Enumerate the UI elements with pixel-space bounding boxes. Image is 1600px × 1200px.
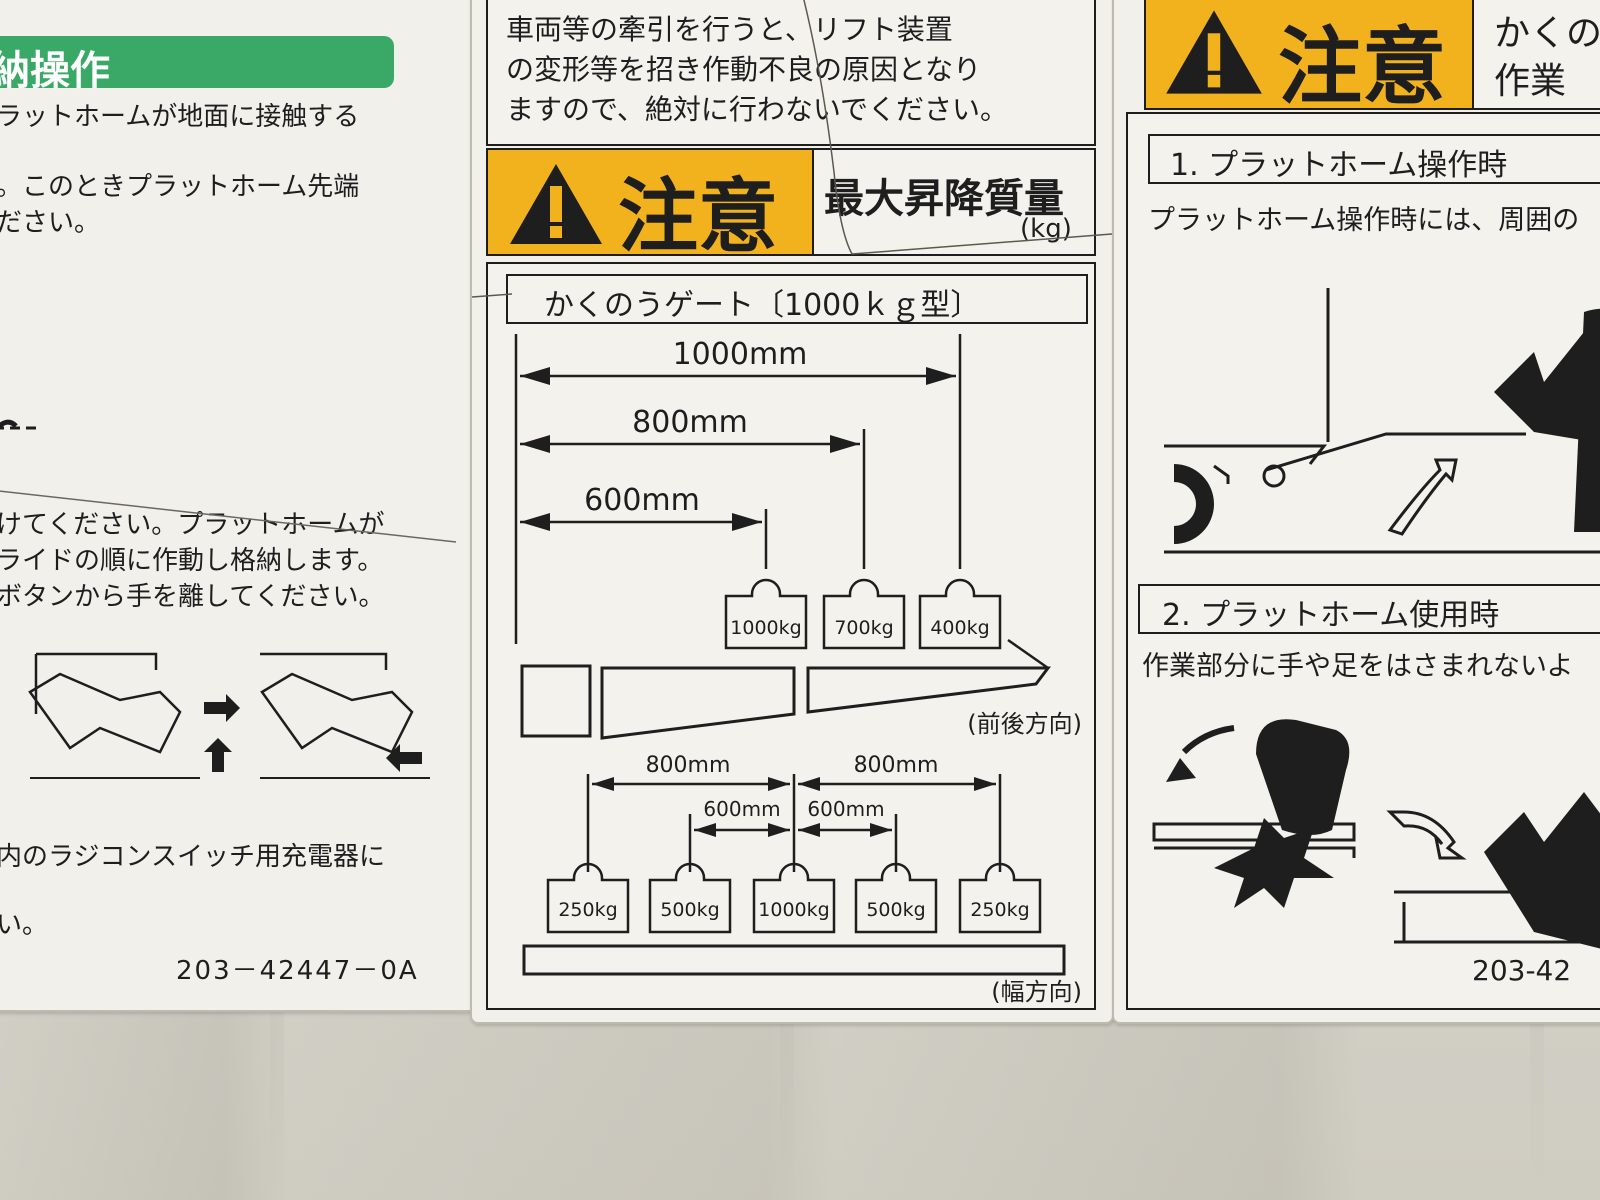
left-line: い。 bbox=[0, 910, 49, 940]
load-diagram: 1000mm 800mm 600mm 1000kg 700kg 400kg (前… bbox=[514, 334, 1082, 1006]
right-caution-side-line: 作業 bbox=[1494, 61, 1567, 102]
width-distance-label: 600mm bbox=[703, 797, 780, 821]
max-load-box: 最大昇降質量 (kg) bbox=[812, 148, 1096, 256]
weight-label: 700kg bbox=[834, 617, 893, 639]
section2-title: 2. プラットホーム使用時 bbox=[1162, 598, 1500, 633]
arrow-icon bbox=[204, 738, 232, 772]
gate-title: かくのうゲート〔1000ｋｇ型〕 bbox=[544, 288, 981, 323]
left-header-bar bbox=[0, 36, 394, 88]
section2-text: 作業部分に手や足をはさまれないよ bbox=[1142, 651, 1574, 682]
weight-label: 250kg bbox=[558, 899, 617, 921]
weight-icon bbox=[724, 578, 808, 650]
weight-icon bbox=[918, 578, 1002, 650]
left-line: 内のラジコンスイッチ用充電器に bbox=[0, 842, 385, 872]
top-warning-line: ますので、絶対に行わないでください。 bbox=[506, 93, 1009, 126]
fold-sequence-diagram bbox=[0, 419, 457, 779]
right-caution-label: 注意 bbox=[1144, 0, 1476, 116]
section1-title: 1. プラットホーム操作時 bbox=[1170, 148, 1508, 183]
left-line: 。このときプラットホーム先端 bbox=[0, 172, 360, 202]
weight-icon bbox=[752, 862, 836, 934]
crack-line bbox=[472, 0, 1112, 298]
weight-icon bbox=[854, 862, 938, 934]
section1-title-box: 1. プラットホーム操作時 bbox=[1148, 134, 1600, 184]
left-line: ださい。 bbox=[0, 208, 101, 238]
section1-text: プラットホーム操作時には、周囲の bbox=[1148, 205, 1580, 236]
top-warning-box: 車両等の牽引を行うと、リフト装置 の変形等を招き作動不良の原因となり ますので、… bbox=[486, 0, 1096, 146]
caution-word: 注意 bbox=[618, 170, 778, 263]
section2-title-box: 2. プラットホーム使用時 bbox=[1138, 584, 1600, 634]
warning-triangle-icon bbox=[510, 164, 602, 244]
arrow-icon bbox=[204, 694, 240, 722]
weight-label: 250kg bbox=[970, 899, 1029, 921]
hand-icon bbox=[1256, 719, 1350, 835]
right-illustrations bbox=[1152, 288, 1600, 949]
left-line: ボタンから手を離してください。 bbox=[0, 582, 385, 612]
distance-label: 600mm bbox=[584, 483, 700, 518]
left-part-number: 203－42447－0A bbox=[176, 956, 419, 986]
weight-label: 1000kg bbox=[758, 899, 829, 921]
left-sticker: 納操作 ラットホームが地面に接触する 。このときプラットホーム先端 ださい。 け… bbox=[0, 0, 480, 1012]
caution-word: 注意 bbox=[1278, 18, 1447, 116]
max-load-title: 最大昇降質量 bbox=[824, 176, 1064, 222]
caution-label: 注意 bbox=[486, 148, 816, 263]
arrow-icon bbox=[386, 744, 422, 772]
center-sticker: 車両等の牽引を行うと、リフト装置 の変形等を招き作動不良の原因となり ますので、… bbox=[470, 0, 1114, 1024]
right-part-number: 203-42 bbox=[1472, 954, 1572, 987]
weight-label: 500kg bbox=[660, 899, 719, 921]
right-sticker: 注意 かくの 作業 1. プラットホーム操作時 プラットホーム操作時には、周囲の… bbox=[1112, 0, 1600, 1024]
top-warning-line: の変形等を招き作動不良の原因となり bbox=[506, 53, 982, 86]
distance-label: 800mm bbox=[632, 405, 748, 440]
weight-icon bbox=[648, 862, 732, 934]
weight-label: 1000kg bbox=[730, 617, 801, 639]
left-line: ライドの順に作動し格納します。 bbox=[0, 546, 384, 576]
weight-icon bbox=[822, 578, 906, 650]
top-warning-line: 車両等の牽引を行うと、リフト装置 bbox=[506, 13, 953, 46]
arrow-icon bbox=[1181, 725, 1235, 755]
diagram-frame: かくのうゲート〔1000ｋｇ型〕 1000mm 800mm 600mm 1000… bbox=[486, 262, 1096, 1010]
arrow-icon bbox=[1386, 810, 1467, 860]
weight-icon bbox=[546, 862, 630, 934]
distance-label: 1000mm bbox=[673, 337, 808, 372]
weight-icon bbox=[958, 862, 1042, 934]
width-distance-label: 800mm bbox=[854, 753, 939, 778]
impact-burst-icon bbox=[1214, 818, 1334, 908]
left-line: けてください。プラットホームが bbox=[0, 510, 385, 540]
width-distance-label: 800mm bbox=[646, 753, 731, 778]
width-distance-label: 600mm bbox=[807, 797, 884, 821]
direction-label: (幅方向) bbox=[991, 978, 1082, 1006]
impact-burst-icon bbox=[1494, 332, 1600, 442]
left-header-text: 納操作 bbox=[0, 48, 110, 94]
arrow-icon bbox=[1387, 458, 1458, 536]
weight-label: 400kg bbox=[930, 617, 989, 639]
impact-burst-icon bbox=[1484, 792, 1600, 949]
weight-label: 500kg bbox=[866, 899, 925, 921]
left-line: ラットホームが地面に接触する bbox=[0, 102, 360, 132]
direction-label: (前後方向) bbox=[967, 710, 1082, 738]
right-caution-side: かくの 作業 bbox=[1472, 0, 1600, 110]
right-caution-side-line: かくの bbox=[1494, 13, 1600, 54]
warning-triangle-icon bbox=[1166, 10, 1262, 94]
gate-title-box: かくのうゲート〔1000ｋｇ型〕 bbox=[506, 274, 1088, 324]
